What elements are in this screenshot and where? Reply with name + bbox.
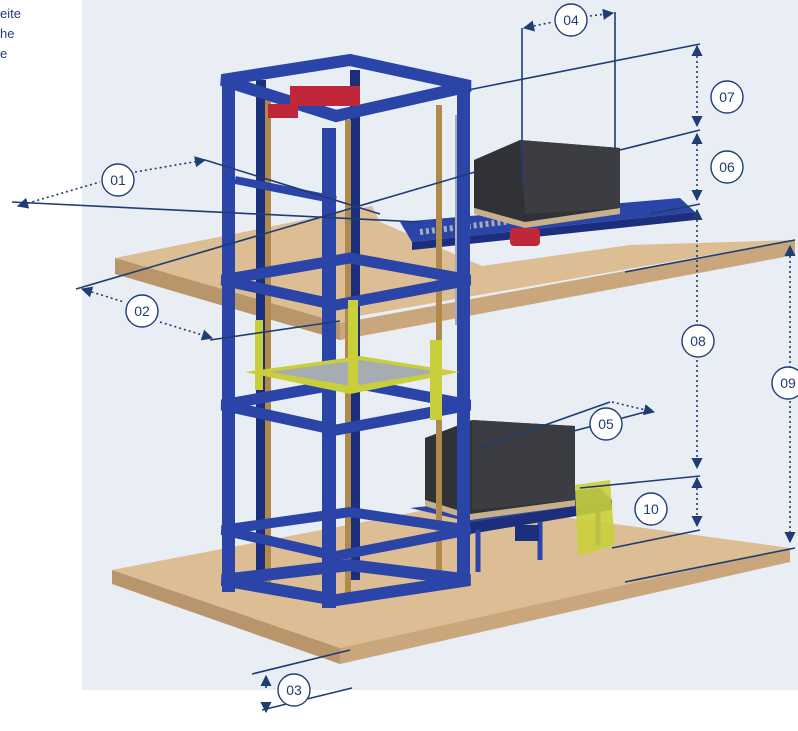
dimension-label-04-text: 04 — [563, 12, 579, 28]
dimension-label-10-text: 10 — [643, 501, 659, 517]
dimension-label-05-text: 05 — [598, 416, 614, 432]
dimension-lines — [11, 8, 796, 714]
dimension-label-08-text: 08 — [690, 333, 706, 349]
side-text-line-2: he — [0, 26, 15, 41]
dimension-label-01: 01 — [101, 163, 135, 197]
dimension-label-09-text: 09 — [780, 375, 796, 391]
dimension-label-08: 08 — [681, 324, 715, 358]
side-text-line-3: e — [0, 46, 8, 61]
dimension-label-09: 09 — [771, 366, 798, 400]
lift-carriage — [245, 300, 460, 420]
upper-load-box — [474, 140, 620, 228]
dimension-label-03-text: 03 — [286, 682, 302, 698]
dimension-label-07-text: 07 — [719, 89, 735, 105]
dimension-label-05: 05 — [589, 407, 623, 441]
dimension-label-02-text: 02 — [134, 303, 150, 319]
dimension-label-04: 04 — [554, 3, 588, 37]
dimension-label-10: 10 — [634, 492, 668, 526]
dimension-label-07: 07 — [710, 80, 744, 114]
dimension-label-02: 02 — [125, 294, 159, 328]
lower-load-box — [425, 420, 575, 520]
dimension-label-06-text: 06 — [719, 159, 735, 175]
side-text-fragment: eite he e — [0, 4, 46, 64]
dimension-label-06: 06 — [710, 150, 744, 184]
dimension-label-01-text: 01 — [110, 172, 126, 188]
dimension-label-03: 03 — [277, 673, 311, 707]
side-text-line-1: eite — [0, 6, 21, 21]
